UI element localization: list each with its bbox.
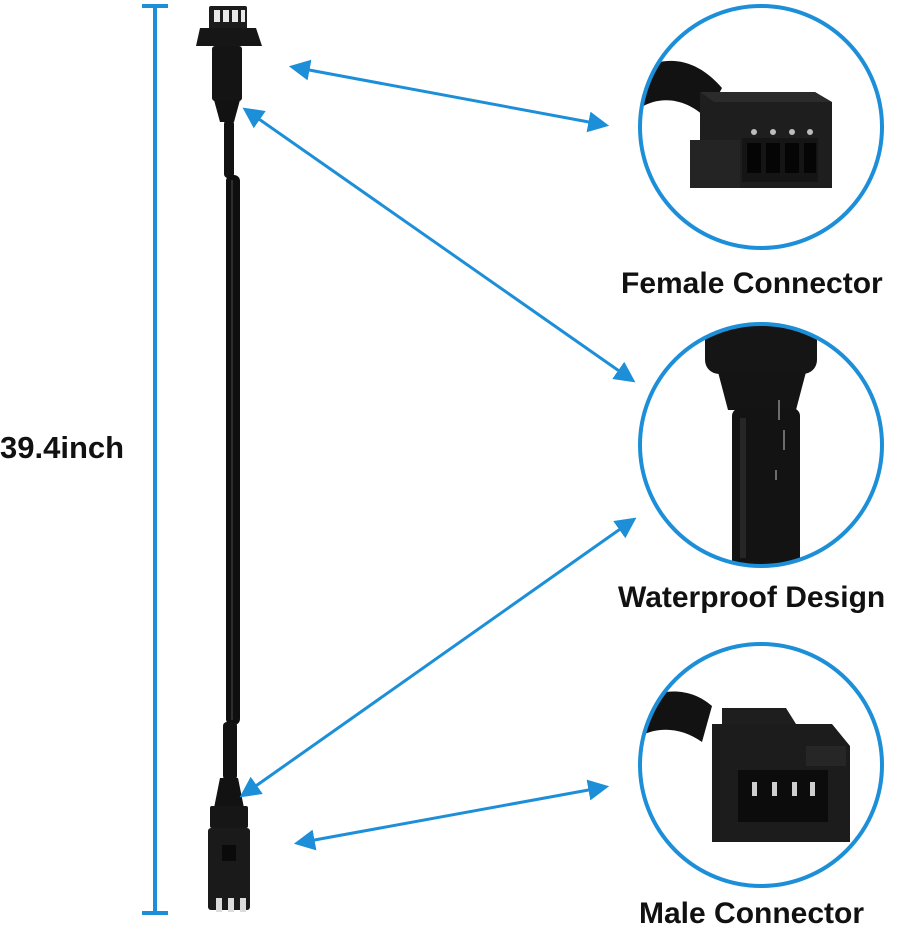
arrow-female-connector [288, 59, 610, 133]
waterproof-design-detail [638, 322, 884, 568]
female-connector-detail-ring [638, 4, 884, 250]
female-connector-detail [638, 4, 884, 250]
callout-arrows [239, 59, 637, 851]
female-connector-end [196, 6, 262, 178]
length-measure [142, 4, 168, 915]
callout-label-male-connector: Male Connector [639, 897, 864, 928]
male-connector-end [208, 722, 250, 912]
male-connector-detail-ring [638, 642, 884, 888]
male-connector-detail [638, 642, 884, 888]
length-label: 39.4inch [0, 430, 124, 465]
arrow-waterproof-upper [242, 107, 636, 383]
callout-label-female-connector: Female Connector [621, 267, 883, 300]
waterproof-design-detail-ring [638, 322, 884, 568]
callout-label-waterproof-design: Waterproof Design [618, 581, 885, 614]
cable-assembly [196, 6, 262, 912]
arrow-waterproof-lower [239, 517, 637, 798]
arrow-male-connector [293, 779, 610, 851]
